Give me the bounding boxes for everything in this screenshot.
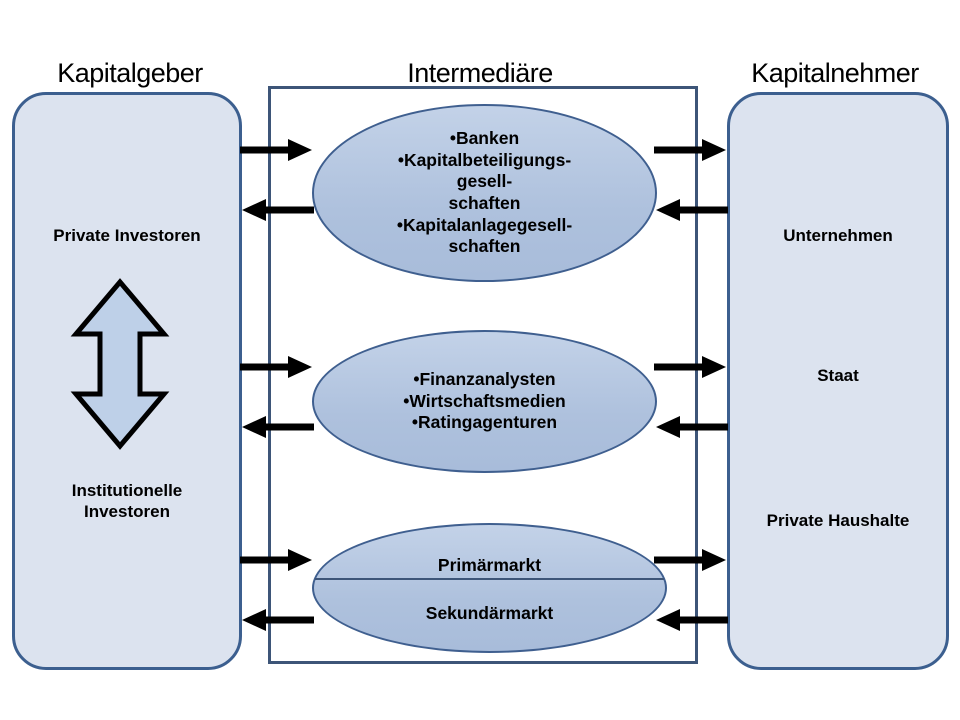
label-sekundaermarkt: Sekundärmarkt: [425, 603, 554, 624]
panel-intermediaere: [268, 86, 698, 664]
ellipse-banken: •Banken •Kapitalbeteiligungs- gesell- sc…: [312, 104, 657, 282]
arrow-right-icon: [654, 139, 726, 161]
arrow-pair-right-row2: [654, 356, 728, 438]
arrow-left-icon: [242, 416, 314, 438]
arrow-right-icon: [654, 356, 726, 378]
ellipse-markt-text: Primärmarkt Sekundärmarkt: [420, 536, 559, 641]
label-staat: Staat: [817, 366, 859, 385]
double-headed-vertical-arrow-icon: [70, 278, 170, 450]
markt-divider-line: [315, 578, 664, 580]
arrow-pair-left-row1: [240, 139, 314, 221]
ellipse-banken-text: •Banken •Kapitalbeteiligungs- gesell- sc…: [396, 127, 573, 257]
ellipse-finanzanalysten-text: •Finanzanalysten •Wirtschaftsmedien •Rat…: [403, 368, 566, 433]
arrow-right-icon: [240, 549, 312, 571]
column-title-intermediaere: Intermediäre: [407, 58, 553, 88]
arrow-left-icon: [242, 199, 314, 221]
panel-kapitalnehmer: [727, 92, 949, 670]
label-private-investoren: Private Investoren: [53, 226, 201, 245]
label-primaermarkt: Primärmarkt: [437, 555, 542, 576]
ellipse-finanzanalysten: •Finanzanalysten •Wirtschaftsmedien •Rat…: [312, 330, 657, 473]
column-title-kapitalgeber: Kapitalgeber: [57, 58, 203, 88]
arrow-left-icon: [656, 609, 728, 631]
arrow-pair-right-row3: [654, 549, 728, 631]
arrow-right-icon: [240, 356, 312, 378]
arrow-right-icon: [654, 549, 726, 571]
label-unternehmen: Unternehmen: [783, 226, 893, 245]
arrow-left-icon: [242, 609, 314, 631]
arrow-pair-right-row1: [654, 139, 728, 221]
arrow-pair-left-row3: [240, 549, 314, 631]
arrow-right-icon: [240, 139, 312, 161]
arrow-left-icon: [656, 199, 728, 221]
arrow-pair-left-row2: [240, 356, 314, 438]
arrow-left-icon: [656, 416, 728, 438]
ellipse-markt: Primärmarkt Sekundärmarkt: [312, 523, 667, 653]
label-private-haushalte: Private Haushalte: [766, 511, 910, 530]
column-title-kapitalnehmer: Kapitalnehmer: [751, 58, 919, 88]
label-institutionelle-investoren: Institutionelle Investoren: [71, 481, 183, 522]
